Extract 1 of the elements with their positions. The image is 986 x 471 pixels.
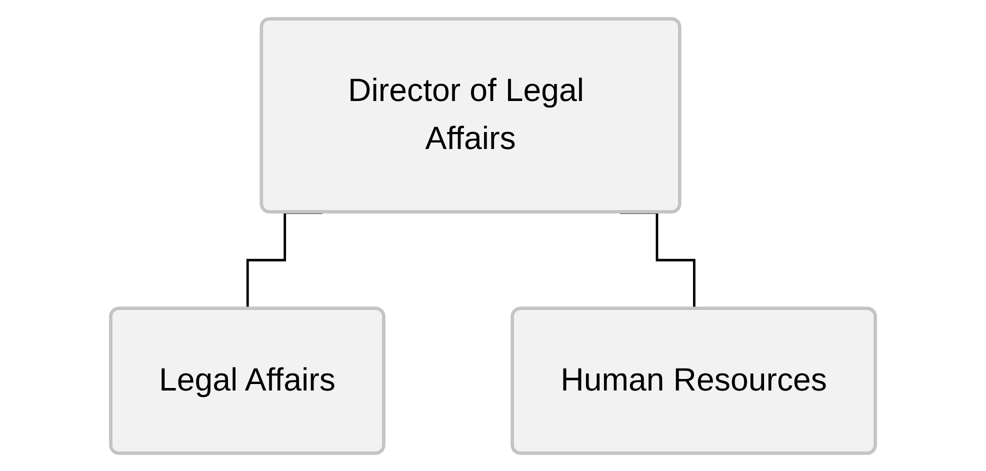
connector [620, 210, 696, 310]
